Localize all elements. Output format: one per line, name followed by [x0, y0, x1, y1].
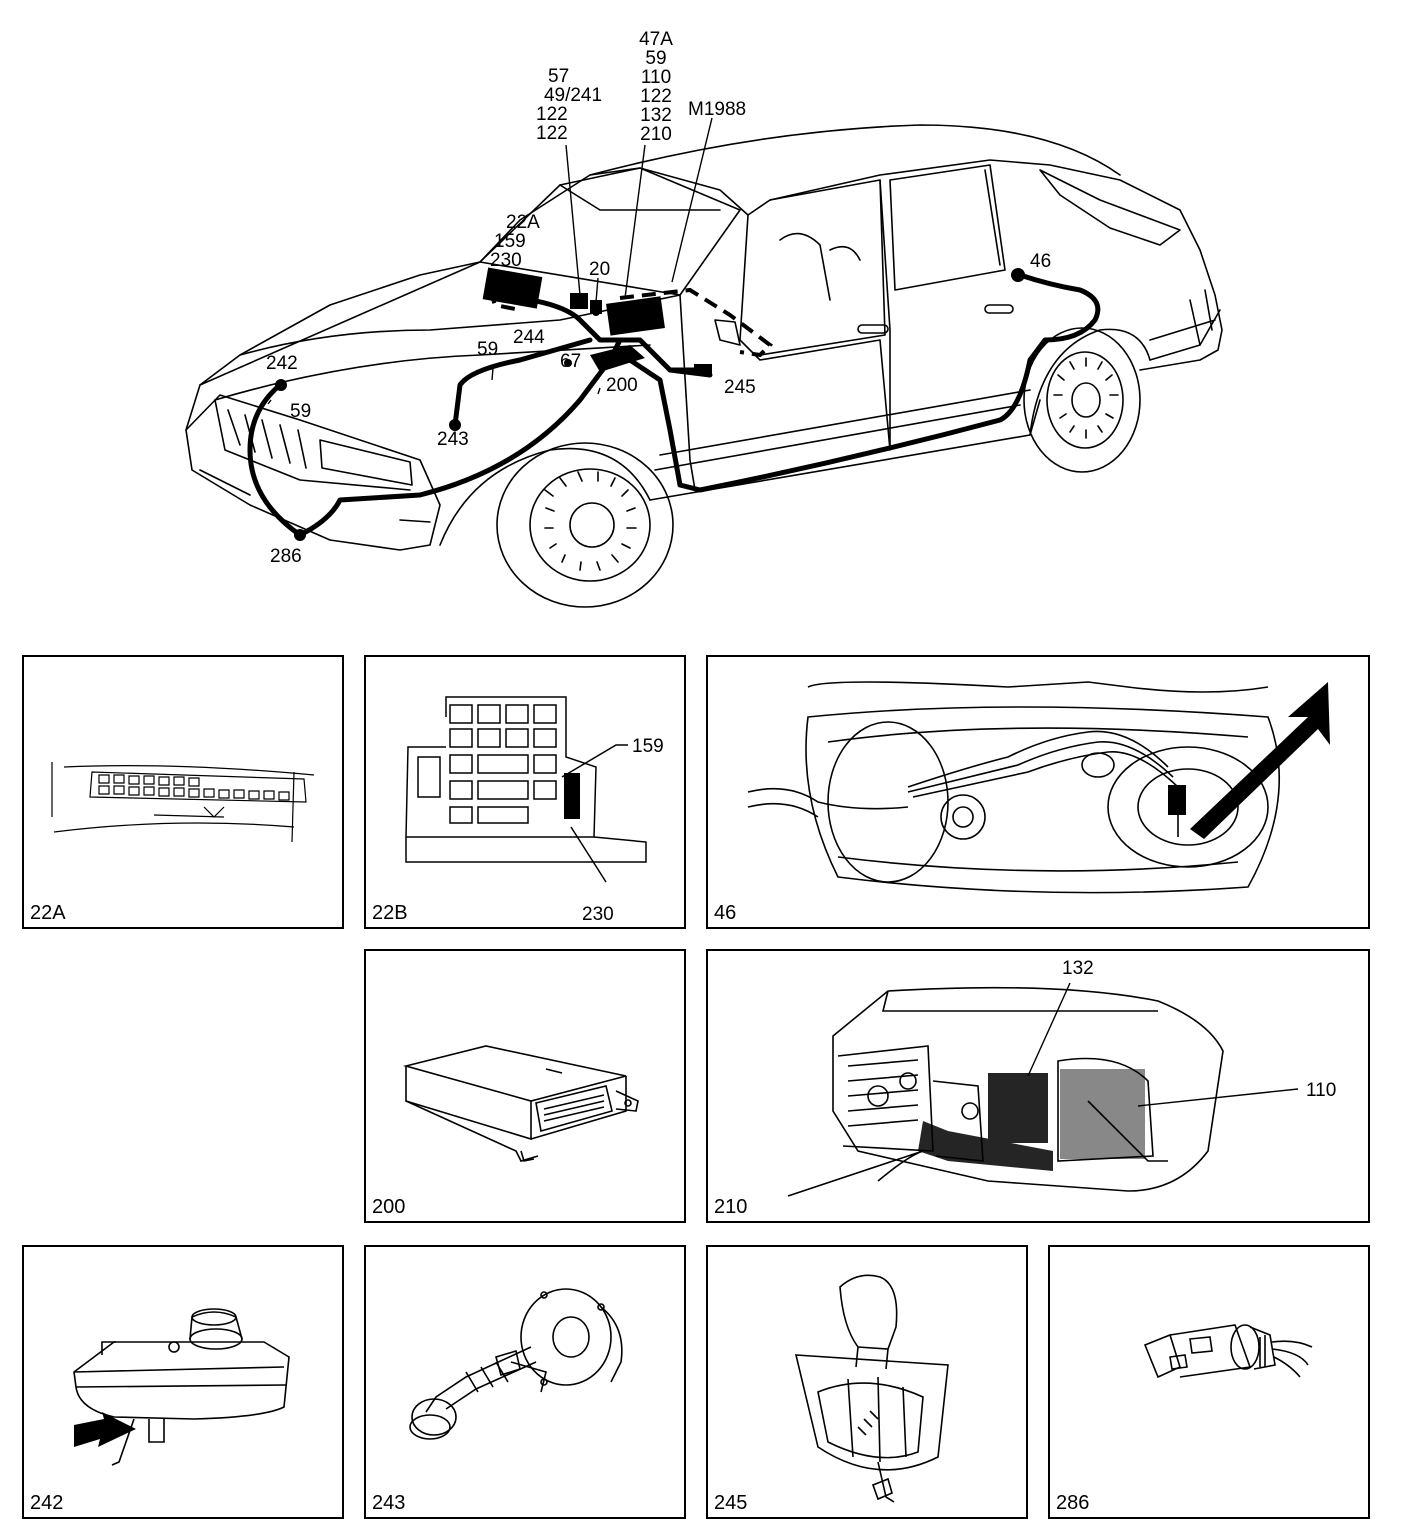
callout-110: 110: [1306, 1080, 1337, 1101]
panel-id: 200: [372, 1196, 406, 1218]
switch-assembly-illustration: [409, 1288, 623, 1440]
fuel-tank-illustration: [747, 681, 1330, 894]
callout: 122: [536, 123, 568, 144]
callout-132: 132: [1062, 958, 1094, 979]
panel-286: 286: [1048, 1245, 1370, 1519]
label-59-front: 59: [290, 401, 312, 422]
callout: 110: [640, 67, 672, 88]
callout: 22A: [506, 212, 540, 233]
overview-callout-stack-22a: 22A 159 230: [490, 213, 550, 270]
panel-245: 245: [706, 1245, 1028, 1519]
callout: 230: [490, 250, 522, 271]
panel-243: 243: [364, 1245, 686, 1519]
panel-id: 46: [714, 902, 737, 924]
callout: 159: [494, 231, 526, 252]
callout: 210: [640, 124, 672, 145]
callout: 47A: [639, 29, 673, 50]
callout: 49/241: [543, 85, 603, 106]
callout-230: 230: [582, 904, 614, 925]
gear-selector-illustration: [794, 1274, 949, 1503]
label-245: 245: [724, 377, 756, 398]
label-242: 242: [266, 353, 298, 374]
label-243: 243: [437, 429, 469, 450]
coolant-reservoir-illustration: [73, 1308, 290, 1466]
label-67: 67: [560, 351, 582, 372]
panel-200: 200: [364, 949, 686, 1223]
panel-id: 286: [1056, 1492, 1090, 1514]
relay-box-illustration: [405, 696, 647, 883]
panel-id: 22A: [30, 902, 66, 924]
instrument-cluster-illustration: [787, 982, 1299, 1197]
label-20: 20: [589, 259, 611, 280]
label-59-mid: 59: [477, 339, 499, 360]
callout-159: 159: [632, 736, 664, 757]
overview-callout-stack-57: 57 49/241 122 122: [528, 67, 618, 143]
panel-22b: 159 230 22B: [364, 655, 686, 929]
panel-22a: 22A: [22, 655, 344, 929]
fuse-strip-illustration: [51, 762, 315, 843]
control-unit-illustration: [402, 1045, 639, 1162]
panel-id: 210: [714, 1196, 748, 1218]
label-m1988: M1988: [688, 99, 747, 120]
callout: 59: [645, 48, 667, 69]
panel-210: 132 110 210: [706, 949, 1370, 1223]
panel-id: 242: [30, 1492, 64, 1514]
callout: 132: [640, 105, 672, 126]
callout: 122: [640, 86, 672, 107]
pressure-switch-illustration: [1143, 1324, 1313, 1379]
label-286: 286: [270, 546, 302, 567]
car-overview-drawing: [185, 117, 1223, 608]
panel-46: 46: [706, 655, 1370, 929]
label-46: 46: [1030, 251, 1052, 272]
panel-id: 22B: [372, 902, 408, 924]
label-200: 200: [606, 375, 638, 396]
overview-callout-stack-47a: 47A 59 110 122 132 210: [628, 30, 684, 144]
panel-id: 243: [372, 1492, 406, 1514]
callout: 57: [548, 66, 570, 87]
label-244: 244: [513, 327, 545, 348]
panel-242: 242: [22, 1245, 344, 1519]
callout: 122: [536, 104, 568, 125]
panel-id: 245: [714, 1492, 748, 1514]
